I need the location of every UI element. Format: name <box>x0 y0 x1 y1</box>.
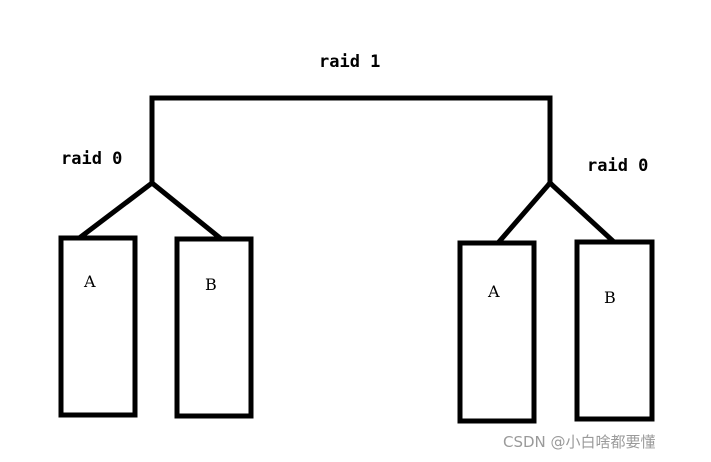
raid1-label: raid 1 <box>319 52 380 72</box>
left-disk-b-label: B <box>205 275 217 294</box>
left-branch-to-b <box>148 179 224 242</box>
left-branch-to-a <box>78 179 156 240</box>
left-disk-b <box>174 236 254 419</box>
csdn-watermark: CSDN @小白啥都要懂 <box>503 433 656 451</box>
right-branch-to-a <box>494 179 554 247</box>
right-branch-to-b <box>546 179 618 246</box>
left-disk-a-label: A <box>83 272 96 291</box>
right-disk-a-label: A <box>487 282 500 301</box>
right-disk-b <box>574 239 655 422</box>
left-raid0-label: raid 0 <box>61 149 122 169</box>
right-disk-a <box>457 240 537 424</box>
left-disk-a <box>58 235 138 418</box>
right-raid0-label: raid 0 <box>587 156 648 176</box>
right-disk-b-label: B <box>604 288 616 307</box>
left-raid0-group: raid 0 A B <box>58 149 254 419</box>
raid1-bracket <box>149 95 553 186</box>
right-raid0-group: raid 0 A B <box>457 156 655 424</box>
